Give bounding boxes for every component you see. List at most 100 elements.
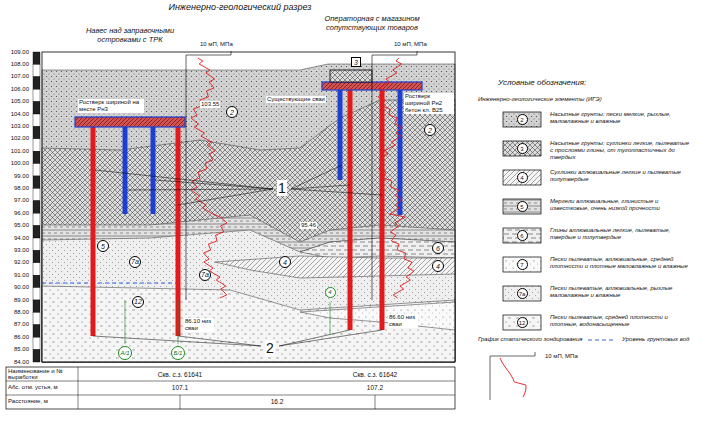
section-ground <box>42 52 455 362</box>
elevation-ruler-segment <box>33 250 40 262</box>
element-box-callout: 3 <box>351 57 361 67</box>
ground-water-level <box>42 283 180 284</box>
elevation-ruler-segment <box>33 52 40 64</box>
table-cell: Наименование и № выработки <box>8 368 76 381</box>
elevation-ruler-segment <box>33 300 40 312</box>
table-frame <box>6 367 455 409</box>
cpt-scale <box>186 51 231 55</box>
elevation-scale-value: 102.00 <box>11 135 29 142</box>
leader-line <box>291 185 350 189</box>
elevation-scale-value: 91.00 <box>14 272 29 279</box>
legend-text: Пески пылеватые, аллювиальные, средней п… <box>550 256 692 270</box>
legend-sample <box>503 170 541 185</box>
soil-lens <box>300 238 455 258</box>
table-cell: 107.1 <box>172 384 188 391</box>
elevation-ruler-segment <box>33 114 40 126</box>
legend-sample <box>503 112 541 127</box>
elevation-scale-value: 97.00 <box>14 197 29 204</box>
elevation-scale-value: 95.00 <box>14 222 29 229</box>
pile-cap-note: Ростверк шириной на месте Рн3 <box>78 99 144 113</box>
legend-layer-number: 4 <box>517 172 528 183</box>
soil-lens <box>215 256 455 278</box>
layer-callout: 2 <box>226 106 238 118</box>
table-cell: 107.2 <box>367 384 383 391</box>
soil-lens <box>42 286 455 362</box>
legend-layer-number: 6 <box>517 230 528 241</box>
leader-line <box>93 336 261 346</box>
pile <box>348 90 353 330</box>
elevation-ruler-segment <box>33 64 40 76</box>
elevation-scale-value: 89.00 <box>14 297 29 304</box>
table-cell: 16.2 <box>271 398 284 405</box>
axis-stem <box>330 302 331 335</box>
soil-layer <box>42 230 455 362</box>
elevation-scale-value: 92.00 <box>14 259 29 266</box>
legend-text: График статического зондирования <box>478 336 582 343</box>
elevation-ruler-segment <box>33 151 40 163</box>
building-frame <box>330 70 372 82</box>
elevation-scale-value: 101.00 <box>11 148 29 155</box>
elevation-mark: 95.46 <box>300 222 317 229</box>
elevation-scale-value: 88.00 <box>14 309 29 316</box>
elevation-ruler-segment <box>33 325 40 337</box>
elevation-ruler-segment <box>33 176 40 188</box>
axis-bubble: А/1 <box>118 346 132 360</box>
elevation-scale-value: 90.00 <box>14 284 29 291</box>
pile <box>380 90 385 330</box>
elevation-ruler-segment <box>33 139 40 151</box>
elevation-scale-value: 99.00 <box>14 173 29 180</box>
elevation-mark: 103.55 <box>200 101 220 108</box>
table-tick <box>180 395 181 409</box>
scale-label: 10 мП, МПа <box>394 41 427 48</box>
elevation-scale-value: 98.00 <box>14 185 29 192</box>
cpt-axis <box>372 55 373 300</box>
soil-lens <box>300 302 455 330</box>
pile <box>123 127 128 214</box>
pile <box>398 90 403 215</box>
layer-callout: 5 <box>97 240 109 252</box>
pile <box>91 127 96 336</box>
layer-callout: 6 <box>432 242 444 254</box>
legend-layer-number: 7а <box>517 288 528 299</box>
table-cell: Абс. отм. устья, м <box>8 384 76 391</box>
leader-line <box>291 189 382 195</box>
table-cell: Скв. с.з. 61641 <box>158 371 202 378</box>
elevation-scale-value: 96.00 <box>14 210 29 217</box>
soil-layer <box>42 64 455 362</box>
elevation-ruler-segment <box>33 263 40 275</box>
legend-text: Уровень грунтовых вод <box>622 336 689 343</box>
pile-tip-mark: 86.10 низ сваи <box>184 318 214 332</box>
legend-text: Мергели аллювиальные, глинистые и извест… <box>550 198 692 212</box>
legend-cpt-axis <box>490 356 491 400</box>
legend-text: Глины аллювиальные легкие, пылеватые, тв… <box>550 227 692 241</box>
table-cell: Скв. с.з. 61642 <box>353 371 397 378</box>
legend-swatch <box>503 315 541 330</box>
legend-swatch <box>503 112 541 127</box>
legend-sample <box>503 199 541 214</box>
legend-swatch <box>503 199 541 214</box>
axis-bubble: 4 <box>325 287 336 298</box>
scale-label: 10 мП, МПа <box>200 41 233 48</box>
legend-swatch <box>503 228 541 243</box>
table-tick <box>375 395 376 409</box>
legend-layer-number: 2 <box>517 114 528 125</box>
callout-text: 2 <box>428 127 432 134</box>
legend-heading: Условные обозначения: <box>498 78 586 87</box>
leader-line <box>127 189 273 190</box>
cpt-scale <box>372 51 417 55</box>
diagram-title: Инженерно-геологический разрез <box>168 2 311 12</box>
legend-sample <box>503 315 541 330</box>
pile-tip-mark: 86.60 низ сваи <box>388 314 418 328</box>
elevation-scale-value: 87.00 <box>14 321 29 328</box>
legend-sample <box>503 257 541 272</box>
legend-text: Пески пылеватые, средней плотности и пло… <box>550 314 692 328</box>
cpt-curve <box>191 58 227 298</box>
elevation-ruler-segment <box>33 102 40 114</box>
callout-text: Б/1 <box>174 350 183 356</box>
elevation-ruler-segment <box>33 164 40 176</box>
elevation-scale-value: 86.00 <box>14 334 29 341</box>
elevation-scale-value: 107.00 <box>11 73 29 80</box>
elevation-ruler-segment <box>33 350 40 362</box>
axis-bubble: Б/1 <box>171 346 185 360</box>
leader-line <box>279 330 382 346</box>
